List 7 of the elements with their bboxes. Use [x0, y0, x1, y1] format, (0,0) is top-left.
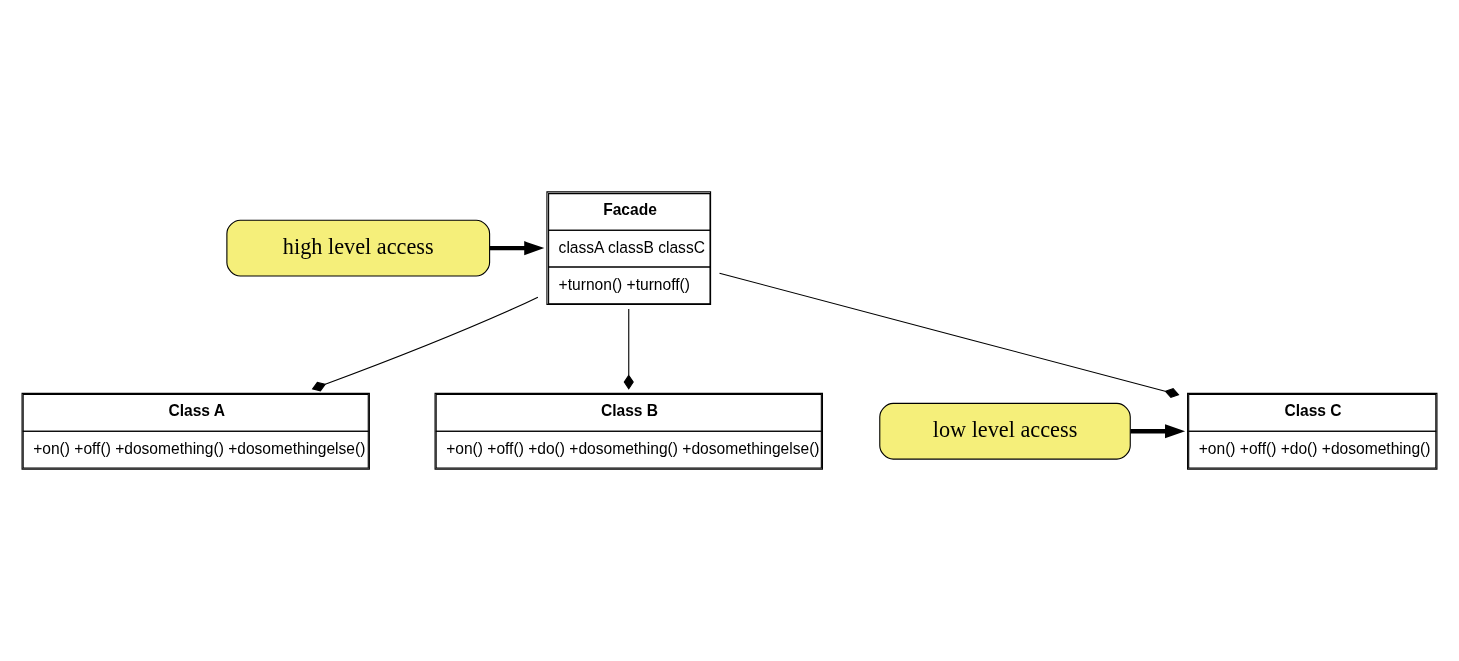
arrow [1130, 424, 1186, 439]
connector [311, 296, 539, 392]
connector [718, 272, 1180, 398]
arrow [489, 241, 545, 256]
node-box: high level access [226, 219, 491, 277]
node-box: low level access [879, 402, 1131, 460]
connector [623, 308, 634, 390]
